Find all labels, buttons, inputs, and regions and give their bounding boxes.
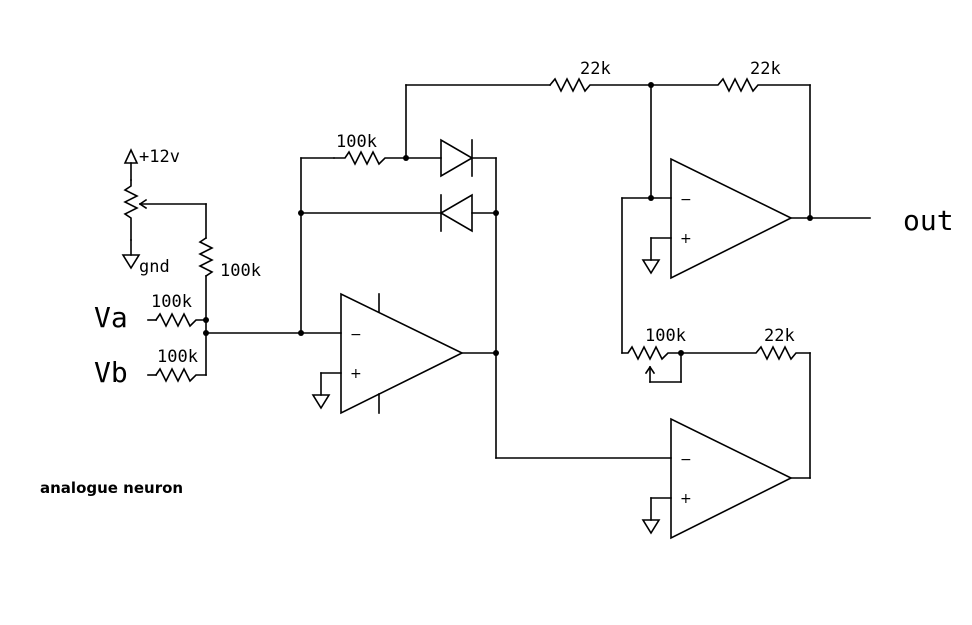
- opamp-2-minus: −: [680, 192, 692, 208]
- opamp-1-plus: +: [350, 366, 362, 382]
- junction-opamp2-in: [648, 195, 654, 201]
- gain-potentiometer: [621, 345, 682, 383]
- junction-summing: [203, 317, 209, 323]
- junction-opamp1-out: [493, 350, 499, 356]
- ground-symbol-bias: [121, 239, 141, 270]
- gain-potentiometer-label: 100k: [645, 326, 686, 346]
- resistor-bias-label: 100k: [220, 261, 261, 281]
- bias-potentiometer: [123, 179, 207, 241]
- diode-forward: [440, 138, 497, 178]
- diode-reverse: [439, 193, 497, 233]
- resistor-vb: [147, 332, 207, 383]
- resistor-bias: [198, 203, 214, 334]
- opamp-3: [641, 417, 811, 540]
- opamp-1: [300, 292, 464, 415]
- junction-output: [807, 215, 813, 221]
- resistor-mid-label: 22k: [764, 326, 795, 346]
- diagram-caption: analogue neuron: [40, 479, 184, 497]
- resistor-vb-label: 100k: [157, 347, 198, 367]
- junction-diode-left: [298, 210, 304, 216]
- input-a-label: Va: [94, 301, 128, 334]
- opamp-2-plus: +: [680, 231, 692, 247]
- output-label: out: [903, 204, 954, 237]
- resistor-top-1-label: 22k: [580, 59, 611, 79]
- resistor-top-1: [548, 77, 652, 93]
- resistor-mid: [680, 345, 811, 361]
- resistor-top-2: [650, 77, 811, 93]
- opamp-3-plus: +: [680, 491, 692, 507]
- resistor-feedback-label: 100k: [336, 132, 377, 152]
- resistor-feedback: [333, 150, 407, 166]
- opamp-1-minus: −: [350, 327, 362, 343]
- resistor-top-2-label: 22k: [750, 59, 781, 79]
- supply-positive-label: +12v: [139, 147, 180, 167]
- opamp-3-minus: −: [680, 452, 692, 468]
- opamp-2: [621, 84, 793, 280]
- ground-label: gnd: [139, 257, 170, 277]
- supply-positive-symbol: [123, 148, 139, 181]
- resistor-va: [147, 312, 207, 328]
- resistor-va-label: 100k: [151, 292, 192, 312]
- input-b-label: Vb: [94, 356, 128, 389]
